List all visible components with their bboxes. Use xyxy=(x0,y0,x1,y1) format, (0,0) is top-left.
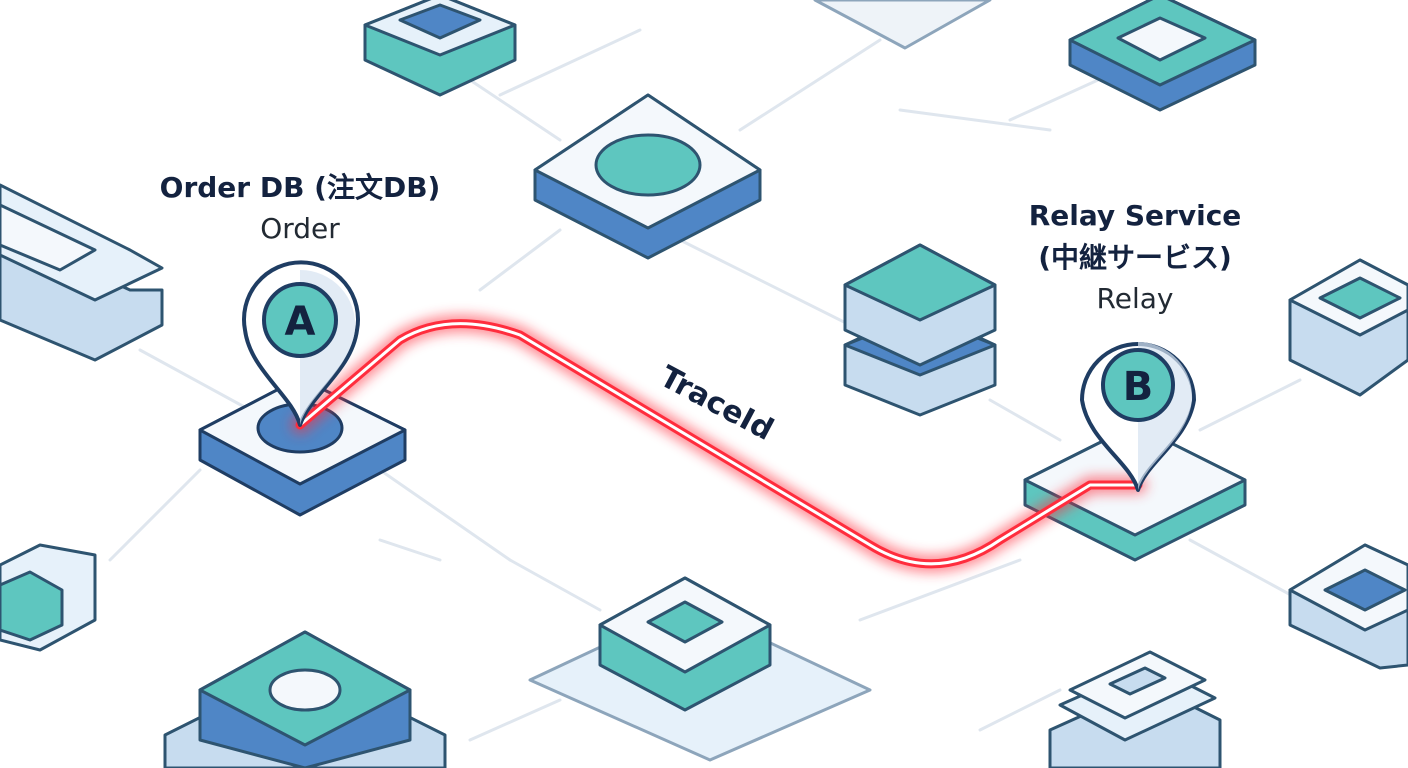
pin-a: A xyxy=(242,260,360,427)
node-a-subtitle: Order xyxy=(260,212,340,245)
node-a-title: Order DB (注文DB) xyxy=(159,171,441,204)
node-hex-left xyxy=(0,543,97,652)
node-b-subtitle: Relay xyxy=(1096,282,1174,315)
node-tile-bottom-center xyxy=(528,576,872,762)
pin-b: B xyxy=(1080,342,1196,492)
node-box-right xyxy=(1288,258,1408,397)
pin-b-letter: B xyxy=(1123,364,1154,410)
trace-connection xyxy=(291,314,1147,573)
node-box-bottom-left xyxy=(163,630,447,768)
pin-a-letter: A xyxy=(285,299,316,345)
node-box-top-left xyxy=(363,0,517,97)
node-stack-left xyxy=(0,183,164,362)
node-box-top-right xyxy=(1068,0,1257,112)
grid-lines xyxy=(108,28,1302,742)
node-b-title-line2: (中継サービス) xyxy=(1038,241,1232,274)
node-box-center xyxy=(533,93,762,260)
node-tile-top-center xyxy=(813,0,992,50)
node-b-title-line1: Relay Service xyxy=(1028,199,1242,232)
node-stack-middle xyxy=(843,243,997,417)
node-cards-bottom-right xyxy=(1048,650,1222,768)
node-box-bottom-right xyxy=(1288,543,1408,670)
